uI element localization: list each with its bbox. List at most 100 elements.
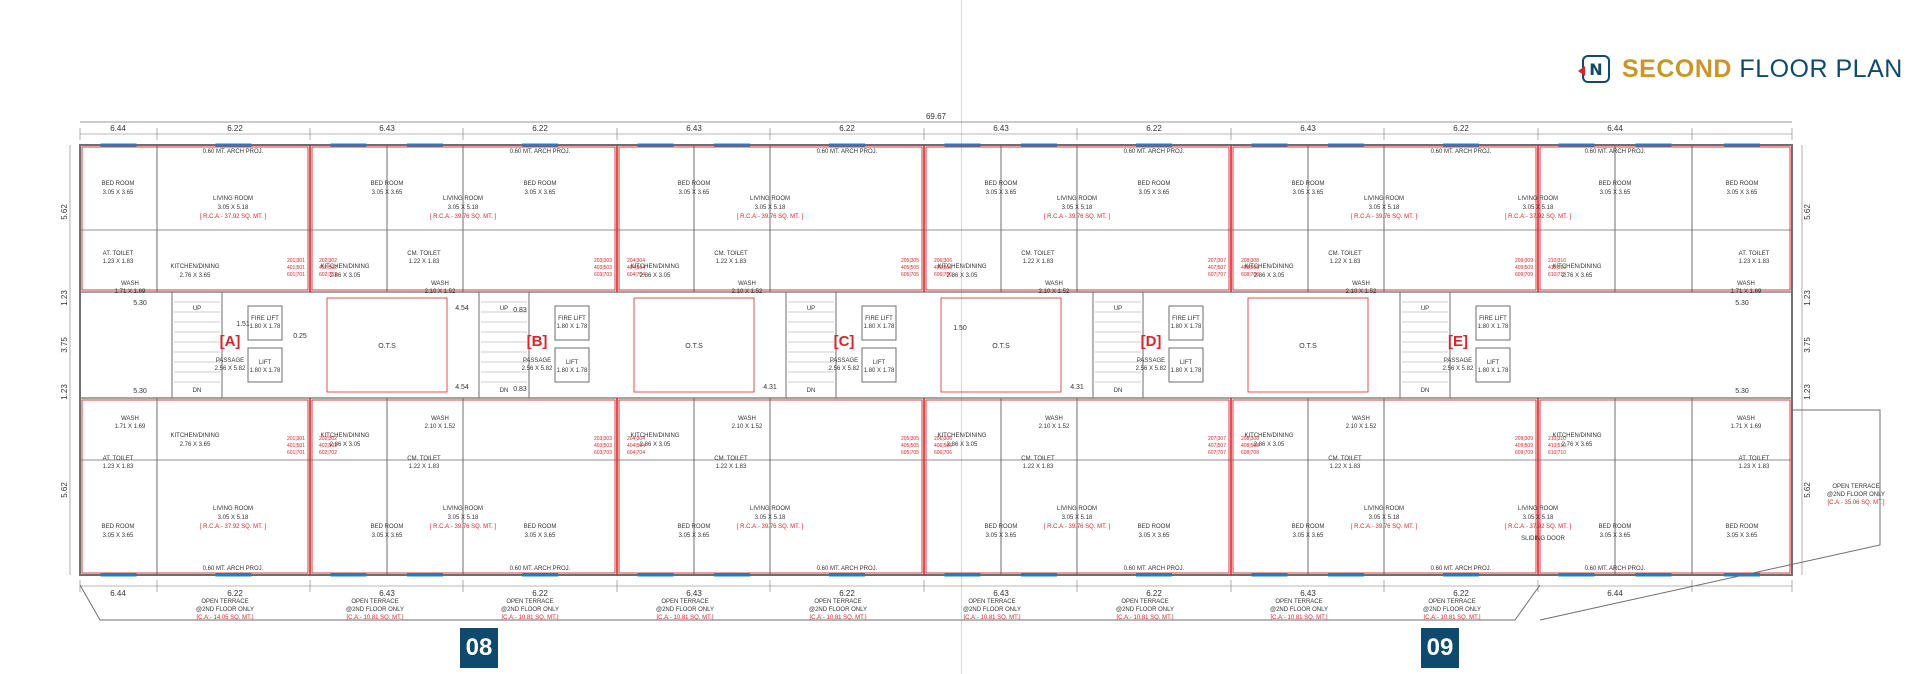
bed-room-size: 3.05 X 3.65 — [1293, 533, 1324, 539]
top-dimension-label: 6.44 — [110, 124, 126, 133]
arch-projection-label: 0.60 MT. ARCH PROJ. — [817, 149, 878, 155]
kitchen-label: KITCHEN/DINING — [170, 433, 219, 439]
wash-size: 1.71 X 1.69 — [1731, 289, 1762, 295]
open-terrace-label: OPEN TERRACE — [351, 599, 398, 605]
stair-down-label: DN — [1421, 388, 1430, 394]
building-outline — [79, 144, 1793, 576]
fire-lift-label: FIRE LIFT — [1479, 316, 1507, 322]
unit-number-upper: 210|310 — [1548, 258, 1566, 264]
bed-room-label: BED ROOM — [102, 181, 135, 187]
arch-projection-label: 0.60 MT. ARCH PROJ. — [1585, 566, 1646, 572]
rca-area-label: [ R.C.A:- 37.92 SQ. MT. ] — [200, 214, 267, 220]
unit-number-upper: 409|509 — [1515, 265, 1533, 271]
unit-number-upper: 207|307 — [1208, 258, 1226, 264]
mid-dimension-label: 1.50 — [953, 325, 967, 332]
unit-number-upper: 610|710 — [1548, 272, 1566, 278]
toilet-size: 1.23 X 1.83 — [1739, 464, 1770, 470]
unit-number-lower: 610|710 — [1548, 450, 1566, 456]
open-terrace-note: @2ND FLOOR ONLY — [809, 607, 867, 613]
fire-lift-shaft — [247, 305, 283, 341]
rca-area-label: [ R.C.A:- 39.76 SQ. MT. ] — [737, 214, 804, 220]
wash-label: WASH — [1352, 416, 1370, 422]
unit-number-lower: 204|304 — [627, 436, 645, 442]
arch-projection-label: 0.60 MT. ARCH PROJ. — [1585, 149, 1646, 155]
rca-area-label: [ R.C.A:- 39.76 SQ. MT. ] — [1351, 214, 1418, 220]
fire-lift-label: FIRE LIFT — [558, 316, 586, 322]
bed-room-size: 3.05 X 3.65 — [1727, 190, 1758, 196]
bed-room-size: 3.05 X 3.65 — [1139, 190, 1170, 196]
open-terrace-note: @2ND FLOOR ONLY — [656, 607, 714, 613]
bed-room-size: 3.05 X 3.65 — [372, 190, 403, 196]
arch-projection-label: 0.60 MT. ARCH PROJ. — [817, 566, 878, 572]
unit-number-lower: 405|505 — [901, 443, 919, 449]
top-dimension-label: 6.43 — [1300, 124, 1316, 133]
left-side-dimension-label: 5.62 — [60, 482, 69, 498]
rca-area-label: [ R.C.A:- 39.76 SQ. MT. ] — [430, 214, 497, 220]
living-room-size: 3.05 X 5.18 — [218, 205, 249, 211]
living-room-label: LIVING ROOM — [1364, 506, 1404, 512]
lift-shaft — [1475, 347, 1511, 383]
kitchen-size: 2.76 X 3.65 — [1562, 442, 1593, 448]
fire-lift-size: 1.80 X 1.78 — [864, 324, 895, 330]
lift-label: LIFT — [873, 360, 886, 366]
bed-room-label: BED ROOM — [1726, 181, 1759, 187]
living-room-label: LIVING ROOM — [443, 196, 483, 202]
open-terrace-note: @2ND FLOOR ONLY — [963, 607, 1021, 613]
passage-size: 2.56 X 5.82 — [215, 366, 246, 372]
fire-lift-label: FIRE LIFT — [1172, 316, 1200, 322]
lift-size: 1.80 X 1.78 — [250, 368, 281, 374]
rca-area-label: [ R.C.A:- 39.76 SQ. MT. ] — [1044, 214, 1111, 220]
kitchen-size: 2.86 X 3.05 — [330, 273, 361, 279]
kitchen-label: KITCHEN/DINING — [1244, 264, 1293, 270]
stair-up-label: UP — [500, 306, 508, 312]
unit-number-lower: 209|309 — [1515, 436, 1533, 442]
lift-label: LIFT — [566, 360, 579, 366]
stair-well — [1092, 291, 1144, 399]
bed-room-size: 3.05 X 3.65 — [1727, 533, 1758, 539]
arch-projection-label: 0.60 MT. ARCH PROJ. — [1431, 149, 1492, 155]
unit-number-lower: 410|510 — [1548, 443, 1566, 449]
open-terrace-note: @2ND FLOOR ONLY — [1423, 607, 1481, 613]
rca-area-label: [ R.C.A:- 39.76 SQ. MT. ] — [737, 524, 804, 530]
top-dimension-label: 6.22 — [1453, 124, 1469, 133]
unit-number-lower: 203|303 — [594, 436, 612, 442]
top-dimension-label: 6.43 — [686, 124, 702, 133]
open-terrace-note: @2ND FLOOR ONLY — [346, 607, 404, 613]
flat-boundary-lower — [81, 399, 309, 574]
stair-well — [1399, 291, 1451, 399]
mid-dimension-label: 4.31 — [1070, 384, 1084, 391]
kitchen-size: 2.86 X 3.05 — [640, 273, 671, 279]
ots-label: O.T.S — [685, 343, 703, 350]
core-letter-label: [B] — [527, 333, 548, 350]
bottom-dimension-label: 6.43 — [686, 589, 702, 598]
bed-room-size: 3.05 X 3.65 — [1293, 190, 1324, 196]
unit-number-lower: 607|707 — [1208, 450, 1226, 456]
unit-number-upper: 205|305 — [901, 258, 919, 264]
bed-room-label: BED ROOM — [1726, 524, 1759, 530]
unit-number-lower: 402|502 — [319, 443, 337, 449]
mid-dimension-label: 5.30 — [133, 300, 147, 307]
wash-size: 2.10 X 1.52 — [732, 289, 763, 295]
bed-room-label: BED ROOM — [1292, 181, 1325, 187]
open-terrace-label: OPEN TERRACE — [814, 599, 861, 605]
kitchen-label: KITCHEN/DINING — [630, 264, 679, 270]
open-terrace-area: [C.A:- 10.81 SQ. MT.] — [963, 615, 1020, 621]
unit-number-lower: 401|501 — [287, 443, 305, 449]
logo-marker-icon — [1578, 66, 1585, 76]
living-room-size: 3.05 X 5.18 — [1523, 205, 1554, 211]
left-side-dimension-label: 1.23 — [60, 384, 69, 400]
fire-lift-shaft — [1168, 305, 1204, 341]
lift-label: LIFT — [259, 360, 272, 366]
toilet-size: 1.22 X 1.83 — [409, 259, 440, 265]
living-room-size: 3.05 X 5.18 — [448, 205, 479, 211]
unit-number-lower: 408|508 — [1241, 443, 1259, 449]
fire-lift-size: 1.80 X 1.78 — [1171, 324, 1202, 330]
title-accent: SECOND — [1622, 54, 1732, 83]
top-dimension-label: 6.22 — [227, 124, 243, 133]
unit-number-upper: 208|308 — [1241, 258, 1259, 264]
top-dimension-label: 6.44 — [1607, 124, 1623, 133]
ots-shaft — [940, 297, 1062, 393]
bed-room-size: 3.05 X 3.65 — [525, 190, 556, 196]
wash-label: WASH — [1737, 416, 1755, 422]
